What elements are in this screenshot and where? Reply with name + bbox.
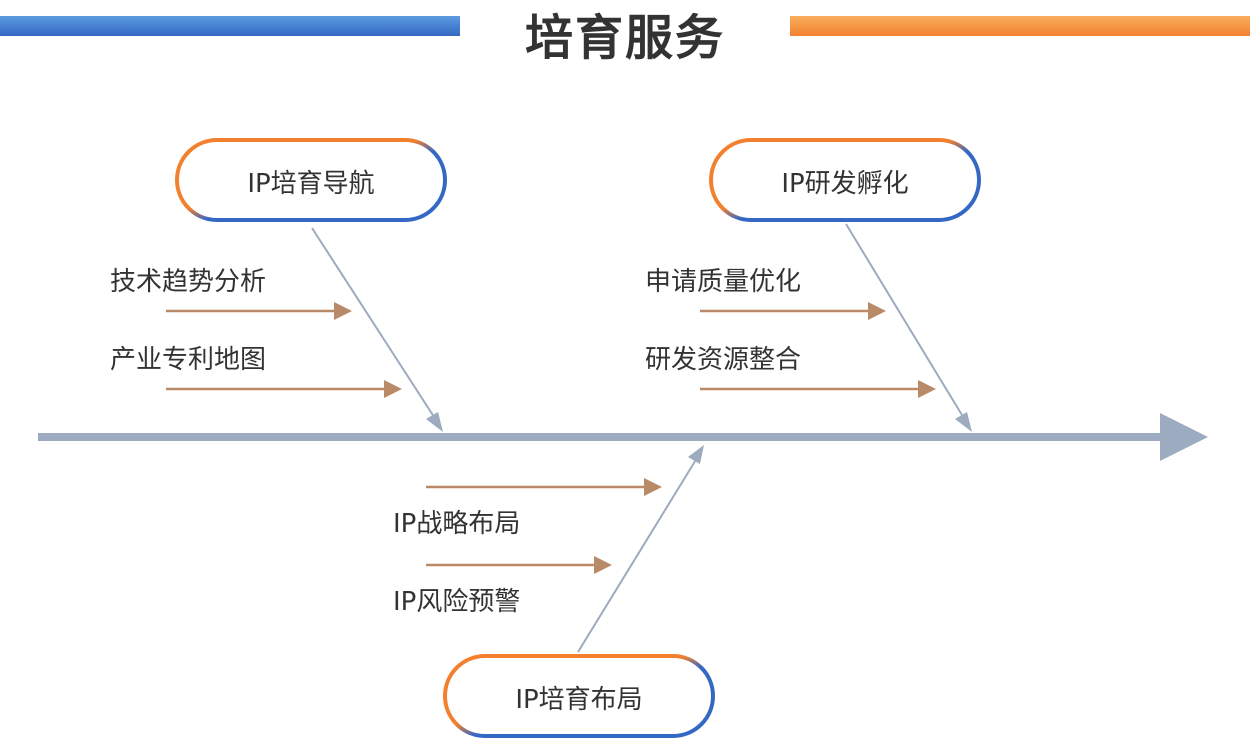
header-bar-right — [790, 16, 1250, 36]
branch-1-item-1: 技术趋势分析 — [110, 267, 267, 297]
header-bar-left — [0, 16, 460, 36]
main-spine-arrowhead — [1160, 413, 1208, 461]
branch-bone-2 — [845, 223, 966, 421]
branch-3-item-2: IP风险预警 — [393, 587, 521, 617]
branch-bone-1-arrowhead — [426, 412, 443, 432]
sub-arrow-head — [918, 380, 936, 398]
branch-bone-1 — [311, 227, 437, 421]
page-title: 培育服务 — [524, 10, 725, 66]
branch-bone-3 — [577, 457, 698, 653]
branch-pill-2-border — [709, 138, 981, 222]
branch-bone-2-arrowhead — [955, 412, 972, 432]
branch-bone-3-arrowhead — [688, 445, 704, 464]
branch-2-item-2: 研发资源整合 — [645, 345, 802, 375]
sub-arrow-head — [594, 556, 612, 574]
sub-arrows — [166, 302, 936, 574]
branch-pill-1-border — [175, 138, 447, 222]
branch-title-ip-cultivation-navigation: IP培育导航 — [247, 169, 375, 199]
sub-arrow-head — [644, 478, 662, 496]
sub-arrow-head — [868, 302, 886, 320]
branch-3-item-1: IP战略布局 — [393, 509, 521, 539]
branch-1-item-2: 产业专利地图 — [110, 345, 267, 375]
branch-2-item-1: 申请质量优化 — [645, 267, 802, 297]
branch-pill-3-border — [443, 654, 715, 738]
sub-arrow-head — [334, 302, 352, 320]
branch-title-ip-cultivation-layout: IP培育布局 — [515, 685, 643, 715]
sub-arrow-head — [384, 380, 402, 398]
branch-title-ip-rd-incubation: IP研发孵化 — [781, 169, 909, 199]
